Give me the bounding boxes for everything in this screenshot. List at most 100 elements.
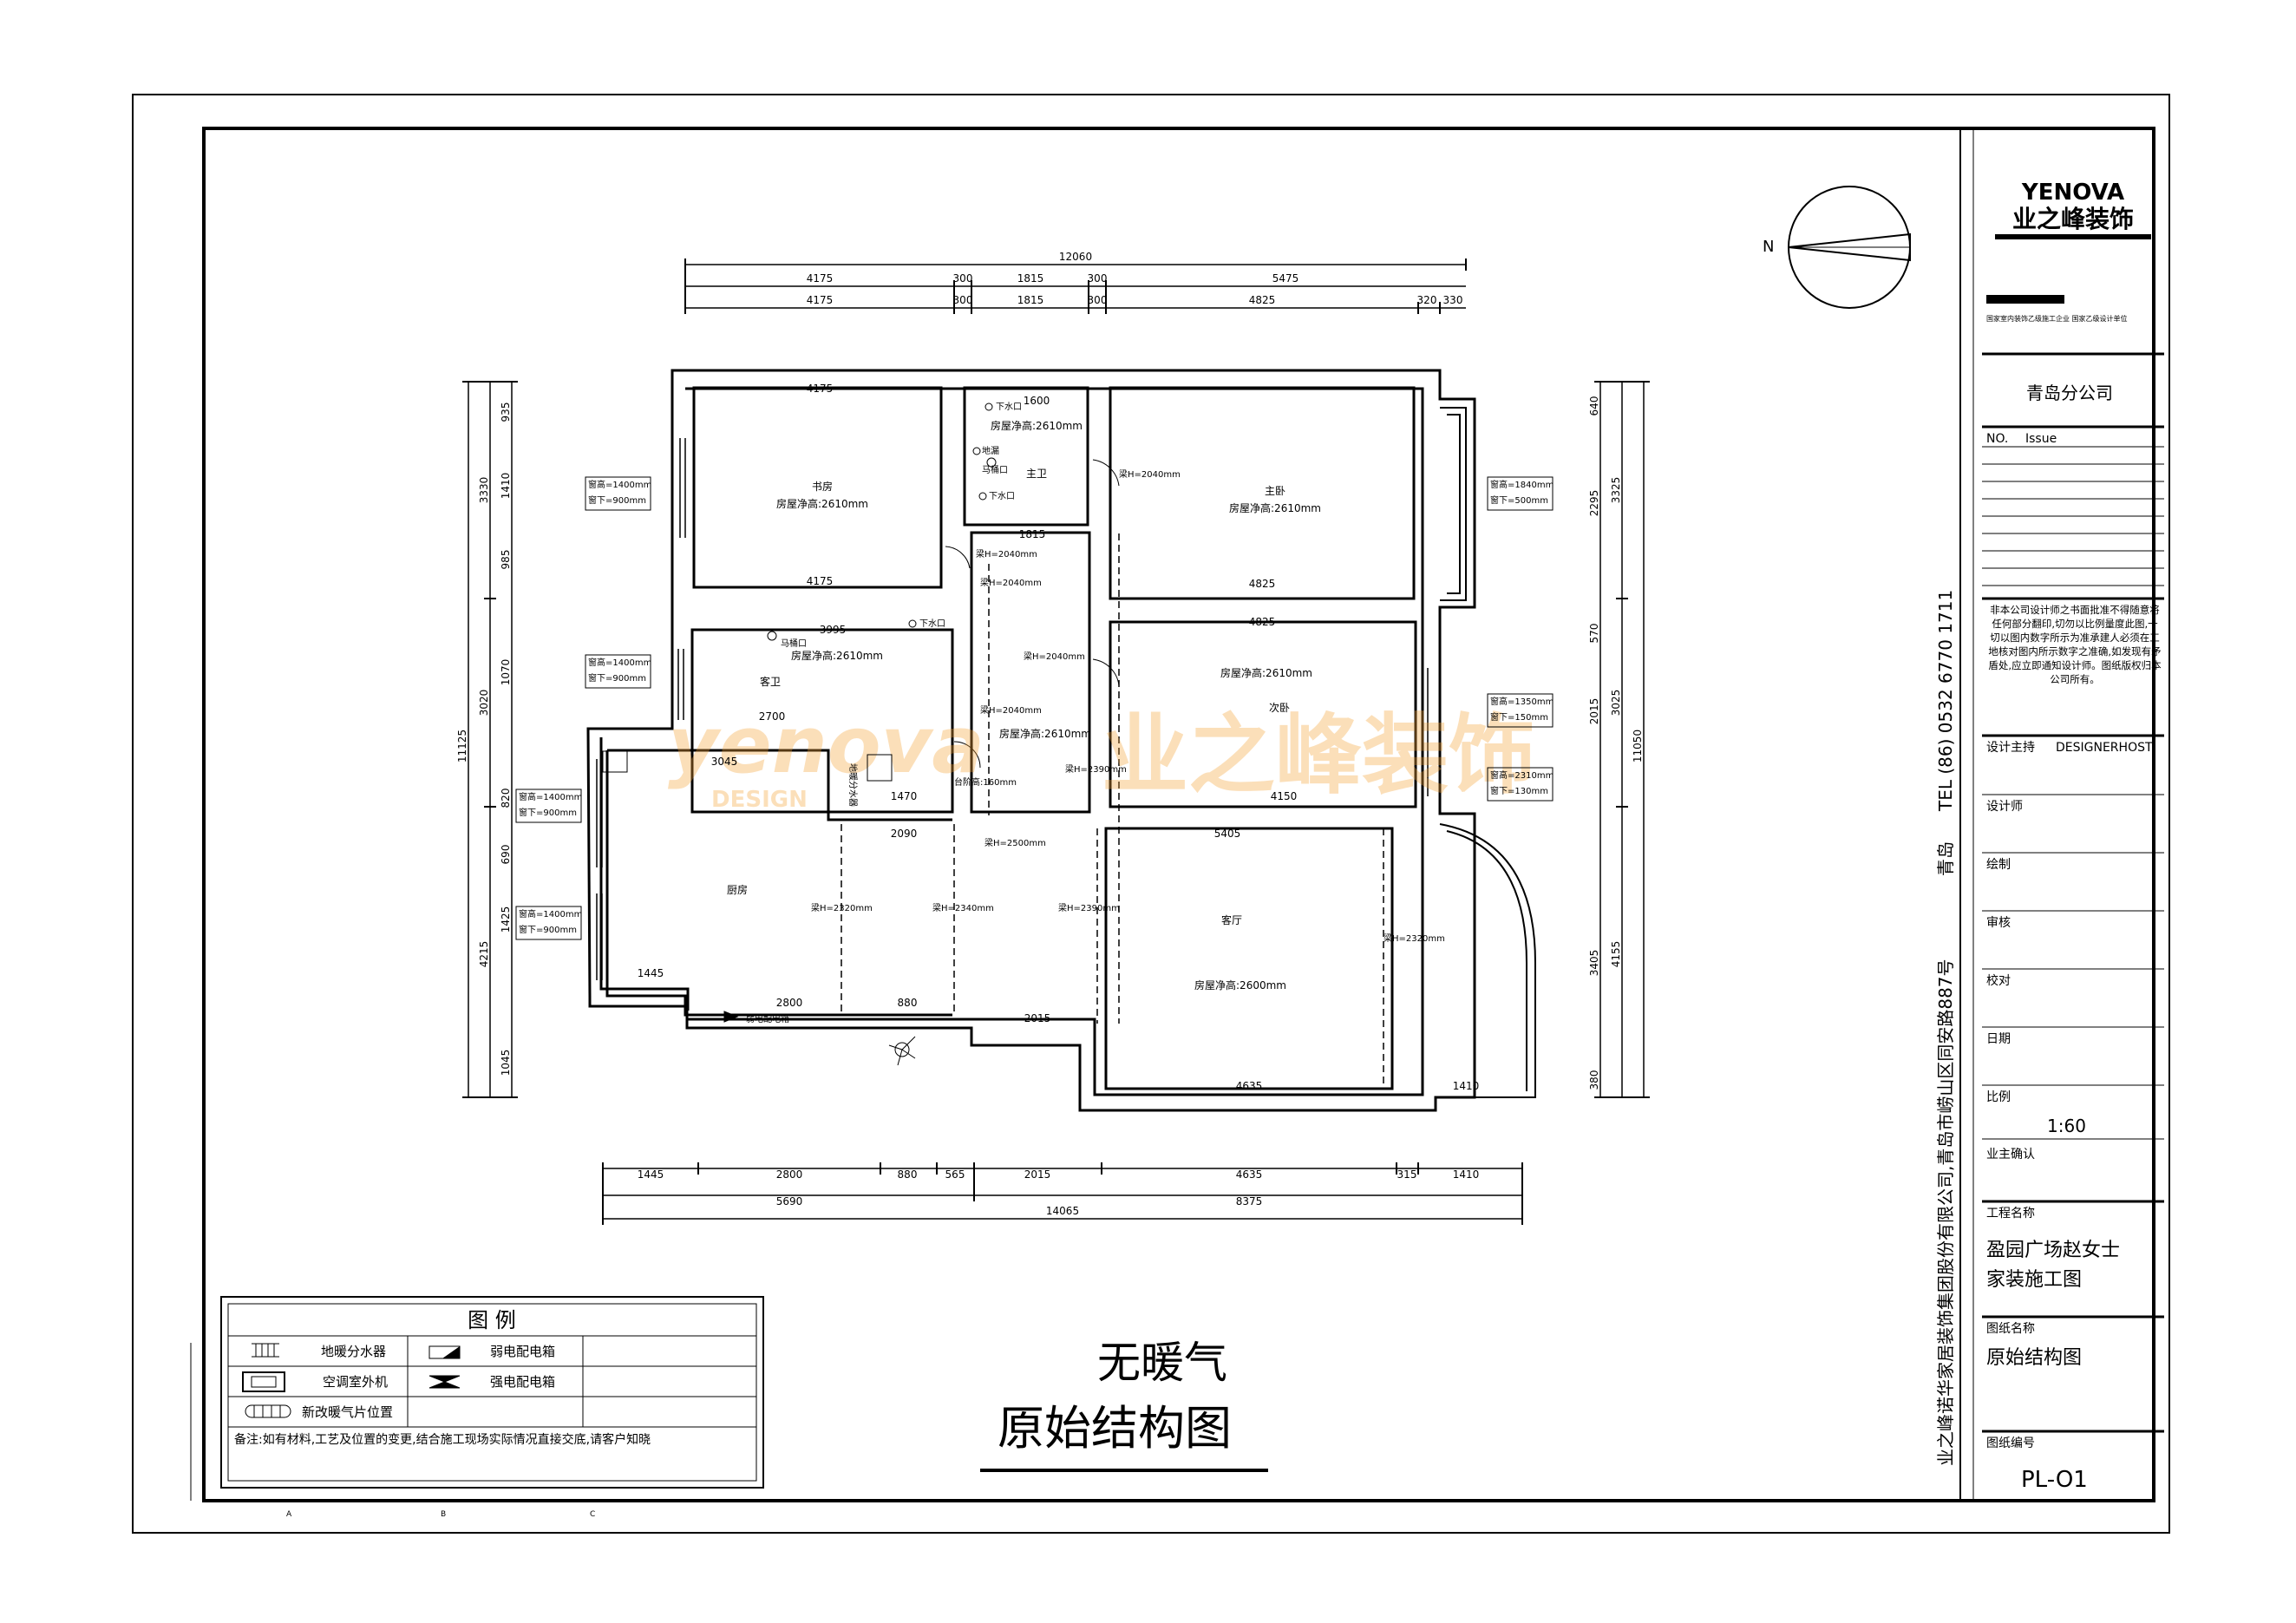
dim-left: 1410 bbox=[500, 473, 512, 500]
watermark: yenova DESIGN 业之峰装饰 bbox=[668, 700, 1535, 813]
dim-inner: 1410 bbox=[1453, 1080, 1480, 1092]
dim-top: 4825 bbox=[1249, 294, 1276, 306]
window-tag-3-h: 窗高=1400mm bbox=[519, 791, 582, 802]
strong-box-icon bbox=[428, 1375, 461, 1389]
dim-bottom-total: 14065 bbox=[1046, 1205, 1079, 1217]
dim-inner: 880 bbox=[898, 997, 918, 1009]
beam-label: 梁H=2040mm bbox=[980, 577, 1042, 588]
dim-top: 300 bbox=[1088, 294, 1108, 306]
dim-bottom: 1410 bbox=[1453, 1168, 1480, 1181]
dim-inner: 1470 bbox=[891, 790, 918, 802]
window-tag-7-b: 窗下=130mm bbox=[1490, 785, 1548, 796]
dim-inner: 2700 bbox=[759, 710, 786, 723]
dim-left: 1425 bbox=[500, 906, 512, 933]
issue-no-label: NO. bbox=[1986, 432, 2008, 446]
drawing-name-value: 原始结构图 bbox=[1986, 1347, 2082, 1369]
window-tag-7-h: 窗高=2310mm bbox=[1490, 769, 1554, 781]
disclaimer-notice: 非本公司设计师之书面批准不得随意将任何部分翻印,切勿以比例量度此图,一切以图内数… bbox=[1988, 604, 2162, 685]
watermark-en-sub: DESIGN bbox=[711, 787, 808, 813]
title-no-heating: 无暖气 bbox=[1097, 1338, 1227, 1388]
beam-label: 梁H=2040mm bbox=[1024, 651, 1085, 662]
room-living: 客厅 bbox=[1221, 913, 1242, 926]
dim-top: 4175 bbox=[807, 294, 834, 306]
window-tag-5-h: 窗高=1840mm bbox=[1490, 479, 1554, 490]
bottom-dimensions: 1445 2800 880 565 2015 4635 315 1410 569… bbox=[638, 1168, 1480, 1217]
legend: 图 例 地暖分水器 弱电配电箱 空调室外机 强电配电箱 新改暖气片位置 备注:如… bbox=[220, 1296, 764, 1489]
room-master-bed-height: 房屋净高:2610mm bbox=[1229, 501, 1321, 514]
window-tag-4-h: 窗高=1400mm bbox=[519, 908, 582, 919]
dim-bottom: 8375 bbox=[1236, 1195, 1263, 1207]
wall-kitchen bbox=[605, 749, 952, 1017]
dim-left: 4215 bbox=[478, 941, 490, 968]
title-main: 原始结构图 bbox=[998, 1401, 1232, 1456]
beam-label: 梁H=2320mm bbox=[1383, 933, 1445, 944]
floor-heating-manifold-icon bbox=[252, 1343, 279, 1358]
floor-drain-icon bbox=[972, 447, 981, 455]
window-tag-6-h: 窗高=1350mm bbox=[1490, 696, 1554, 707]
dimension-lines bbox=[468, 264, 1645, 1220]
radiator-icon bbox=[245, 1404, 291, 1418]
wall-study bbox=[692, 386, 943, 589]
dim-inner: 4635 bbox=[1236, 1080, 1263, 1092]
sewer-icon-top bbox=[984, 402, 993, 411]
dim-left: 1045 bbox=[500, 1050, 512, 1077]
window-tag-1-h: 窗高=1400mm bbox=[588, 479, 651, 490]
room-second-bed: 次卧 bbox=[1269, 702, 1290, 714]
wall-guest-bath bbox=[690, 628, 954, 814]
beam-label: 梁H=2390mm bbox=[1058, 902, 1120, 913]
wall-living bbox=[1104, 827, 1394, 1090]
room-master-bath: 主卫 bbox=[1026, 468, 1047, 480]
title-block: YENOVA 业之峰装饰 国家室内装饰乙级施工企业 国家乙级设计单位 青岛分公司… bbox=[1935, 180, 2164, 1493]
room-guest-bath-height: 房屋净高:2610mm bbox=[791, 649, 883, 662]
dim-bottom: 565 bbox=[945, 1168, 965, 1181]
floor-plan bbox=[586, 369, 1536, 1112]
dim-right-total: 11050 bbox=[1632, 730, 1644, 762]
sewer-label-top: 下水口 bbox=[996, 402, 1022, 412]
dim-right: 2295 bbox=[1588, 490, 1600, 517]
drawer-label: 绘制 bbox=[1986, 858, 2011, 872]
beam-label: 梁H=2040mm bbox=[976, 548, 1037, 560]
fixture-labels: 地漏 马桶口 下水口 下水口 马桶口 下水口 台阶高:160mm 弱电配电箱 地… bbox=[746, 402, 1022, 1024]
outer-wall bbox=[586, 369, 1476, 1112]
dim-top: 4175 bbox=[807, 272, 834, 285]
wall-second-bed bbox=[1109, 620, 1417, 808]
owner-confirm-label: 业主确认 bbox=[1986, 1148, 2035, 1162]
top-dimensions: 12060 4175 300 1815 300 5475 4175 300 18… bbox=[807, 251, 1463, 306]
dim-top: 5475 bbox=[1272, 272, 1299, 285]
dim-right: 640 bbox=[1588, 396, 1600, 416]
checker-label: 校对 bbox=[1986, 973, 2011, 988]
window-tag-1-b: 窗下=900mm bbox=[588, 494, 646, 506]
weak-box-label: 弱电配电箱 bbox=[746, 1013, 789, 1024]
dim-left: 985 bbox=[500, 550, 512, 570]
toilet-pit-icon bbox=[986, 457, 997, 468]
project-value-line1: 盈园广场赵女士 bbox=[1986, 1240, 2120, 1261]
window-tag-5-b: 窗下=500mm bbox=[1490, 494, 1548, 506]
sewer-guest: 下水口 bbox=[919, 618, 945, 629]
dim-inner: 4175 bbox=[807, 383, 834, 395]
project-value-line2: 家装施工图 bbox=[1986, 1269, 2082, 1291]
manifold-icon bbox=[867, 754, 893, 782]
north-label: N bbox=[1763, 238, 1774, 256]
beam-label: 梁H=2040mm bbox=[1119, 468, 1181, 480]
ac-unit-icon bbox=[602, 750, 628, 773]
dim-top: 300 bbox=[953, 294, 973, 306]
reviewer-label: 审核 bbox=[1986, 916, 2011, 930]
dim-inner: 1445 bbox=[638, 967, 664, 979]
drawing-name-label: 图纸名称 bbox=[1986, 1322, 2035, 1336]
wall-master-bath bbox=[963, 386, 1089, 527]
beam-label: 梁H=2320mm bbox=[811, 902, 873, 913]
dim-inner: 1815 bbox=[1019, 528, 1046, 540]
outer-frame bbox=[132, 94, 2170, 1534]
legend-strong-box: 强电配电箱 bbox=[490, 1374, 555, 1390]
dim-left: 1070 bbox=[500, 659, 512, 686]
sewer-guest-icon bbox=[908, 619, 917, 628]
company-address-vertical: 业之峰诺华家居装饰集团股份有限公司,青岛市崂山区同安路887号 bbox=[1935, 959, 1956, 1466]
dim-inner: 4825 bbox=[1249, 578, 1276, 590]
toilet-pit-guest: 马桶口 bbox=[781, 638, 807, 649]
legend-weak-box: 弱电配电箱 bbox=[490, 1344, 555, 1359]
design-lead-value: DESIGNERHOST bbox=[2056, 741, 2153, 755]
legend-floor-heating: 地暖分水器 bbox=[321, 1344, 386, 1359]
legend-radiator: 新改暖气片位置 bbox=[302, 1404, 393, 1420]
brand-logo-en: YENOVA bbox=[2021, 180, 2124, 206]
dim-left: 820 bbox=[500, 789, 512, 808]
